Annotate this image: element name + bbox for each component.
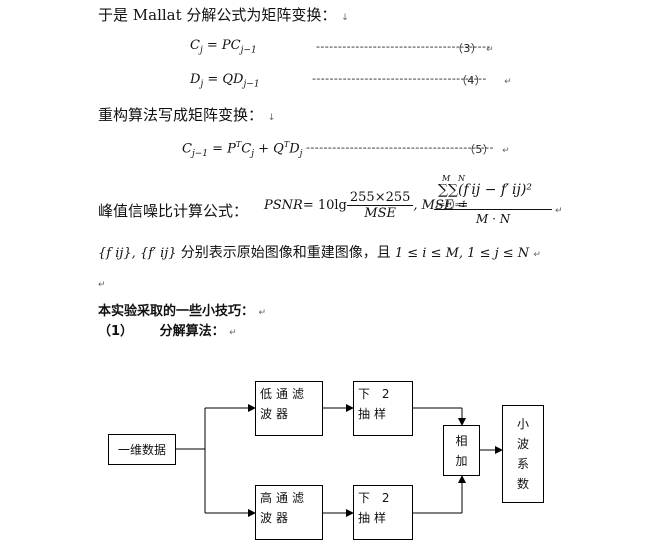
output-label: 小波系数	[516, 417, 529, 491]
eq4-sub2: j−1	[243, 79, 260, 90]
lowpass-filter-box: 低通滤波器	[255, 381, 323, 436]
eq3-tag: （3） ↵	[452, 40, 494, 56]
eq4-tag: （4） ↵	[456, 72, 512, 88]
downsample-box-bottom: 下 2 抽样	[353, 485, 413, 540]
add-label: 相加	[455, 433, 468, 468]
lowpass-label: 低通滤波器	[260, 387, 309, 421]
eq5-sup: T	[235, 140, 242, 149]
downsample-box-top: 下 2 抽样	[353, 381, 413, 436]
input-label: 一维数据	[117, 443, 166, 457]
psnr-name: PSNR	[264, 198, 303, 213]
eq4-lhs: D	[190, 72, 201, 87]
eq5-tag: （5） ↵	[464, 141, 510, 157]
eq4-tag-text: （4）	[456, 74, 487, 87]
return-mark: ↵	[555, 206, 563, 216]
eq5-rhs: = P	[208, 141, 236, 157]
mse-fraction-bar	[434, 209, 552, 210]
equation-5: Cj−1 = PTCj + QTDj	[182, 140, 302, 159]
reconstruct-text: 重构算法写成矩阵变换：	[98, 106, 264, 124]
sets-line: {f ij}, {f′ ij} 分别表示原始图像和重建图像，且 1 ≤ i ≤ …	[98, 242, 541, 262]
add-box: 相加	[443, 425, 480, 476]
tips-heading: 本实验采取的一些小技巧： ↵	[98, 300, 266, 319]
output-box: 小波系数	[502, 405, 544, 503]
eq3-sub2: j−1	[240, 45, 257, 56]
return-mark: ↵	[258, 308, 267, 318]
highpass-filter-box: 高通滤波器	[255, 485, 323, 540]
mallat-text: 于是 Mallat 分解公式为矩阵变换：	[98, 6, 337, 24]
psnr-eq: = 10lg	[302, 198, 347, 213]
eq4-mid: = QD	[203, 72, 244, 87]
input-box: 一维数据	[108, 434, 176, 465]
item-number: （1）	[98, 324, 134, 339]
psnr-fraction: 255×255 MSE	[346, 190, 414, 221]
down-mark: ↓	[267, 113, 276, 123]
return-mark: ↵	[533, 250, 541, 260]
sum-bottom-2: j=1	[452, 200, 467, 209]
down-mark: ↓	[341, 13, 349, 23]
mse-sum-num: ∑∑(f ij − f′ ij)²	[438, 182, 532, 198]
eq3-lhs: C	[190, 38, 200, 53]
eq5-d: D	[289, 141, 300, 157]
psnr-frac-den: MSE	[364, 206, 396, 221]
decompose-heading: （1） 分解算法： ↵	[98, 320, 237, 339]
text-line-reconstruct: 重构算法写成矩阵变换： ↓	[98, 104, 275, 125]
return-mark: ↵	[504, 77, 513, 87]
eq5-dsub: j	[299, 148, 303, 159]
eq5-lhs: C	[182, 141, 192, 157]
psnr-label: 峰值信噪比计算公式：	[98, 202, 249, 220]
return-mark: ↵	[486, 45, 495, 55]
sum-top-1: M	[442, 174, 451, 183]
eq5-plus: + Q	[254, 141, 284, 157]
eq5-dashes: ----------------------------------------…	[306, 141, 494, 154]
eq5-sup2: T	[283, 140, 290, 149]
eq4-sub: j	[200, 79, 204, 90]
condition-formula: 1 ≤ i ≤ M, 1 ≤ j ≤ N	[394, 246, 530, 261]
equation-3: Cj = PCj−1	[190, 38, 257, 56]
sum-top-2: N	[458, 174, 465, 183]
text-line-mallat: 于是 Mallat 分解公式为矩阵变换： ↓	[98, 4, 349, 25]
downsample-label-bottom: 下 2 抽样	[358, 491, 394, 525]
eq3-tag-text: （3）	[452, 42, 483, 55]
return-mark: ↵	[229, 328, 237, 338]
equation-4: Dj = QDj−1	[190, 72, 260, 90]
eq3-dashes: ----------------------------------------	[316, 40, 491, 53]
eq4-dashes: ----------------------------------------	[312, 72, 487, 85]
eq3-mid: = PC	[202, 38, 241, 53]
psnr-frac-num: 255×255	[346, 190, 414, 206]
sets-text: 分别表示原始图像和重建图像，且	[180, 245, 391, 261]
highpass-label: 高通滤波器	[260, 491, 309, 525]
sets-formula: {f ij}, {f′ ij}	[98, 246, 177, 261]
eq5-c: C	[241, 141, 252, 157]
eq5-tag-text: （5）	[464, 143, 495, 156]
tips-text: 本实验采取的一些小技巧：	[98, 304, 255, 319]
eq3-sub: j	[199, 45, 203, 56]
sum-bottom-1: i=1	[436, 200, 451, 209]
item-text: 分解算法：	[159, 324, 225, 339]
downsample-label-top: 下 2 抽样	[358, 387, 394, 421]
return-mark: ↵	[502, 146, 511, 156]
eq5-sub: j−1	[191, 148, 209, 159]
eq5-csub: j	[251, 148, 255, 159]
return-mark: ↵	[98, 280, 106, 290]
mse-sum-den: M · N	[476, 212, 511, 226]
